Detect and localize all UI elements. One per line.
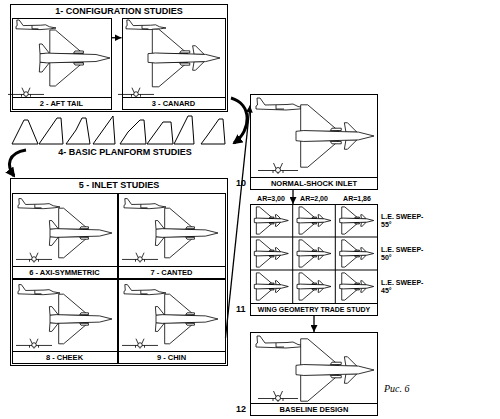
panel-label: 8 - CHEEK [13,351,117,363]
flow-connector [226,106,251,338]
aircraft-side-view [124,199,166,209]
aircraft-plan-view [297,273,331,300]
section-label: 4- BASIC PLANFORM STUDIES [40,147,210,158]
panel-label: 2 - AFT TAIL [13,97,111,109]
design-step-box: 10NORMAL-SHOCK INLET [250,94,378,190]
step-label: BASELINE DESIGN [251,403,377,415]
option-panel: 6 - AXI-SYMMETRIC [12,193,118,279]
study-group-box: 5 - INLET STUDIES 6 - AXI-SYMMETRIC7 - CA… [10,178,228,366]
aircraft-plan-view [340,240,374,267]
option-panel: 7 - CANTED [118,193,226,279]
group-title: 5 - INLET STUDIES [11,180,227,190]
planform-shape [93,116,115,144]
aircraft-plan-view [340,207,374,234]
planform-shape [39,118,63,144]
aircraft-plan-view [254,273,288,300]
planform-row [12,116,225,144]
planform-shape [12,120,38,144]
aircraft-side-view [18,285,60,295]
aspect-ratio-label: AR=2,00 [296,195,332,203]
aircraft-side-view [16,20,56,30]
step-number: 10 [236,178,246,189]
aircraft-plan-view [254,207,288,234]
aircraft-front-view [122,253,158,263]
step-label: NORMAL-SHOCK INLET [251,177,377,189]
panel-label: 6 - AXI-SYMMETRIC [13,266,117,278]
option-panel: 8 - CHEEK [12,279,118,364]
grid-line [335,204,336,303]
flow-connector [112,37,122,38]
study-group-box: 1- CONFIGURATION STUDIES 2 - AFT TAIL 3 - … [10,4,228,112]
panel-label: 9 - CHIN [119,351,225,363]
group-title: 1- CONFIGURATION STUDIES [11,6,227,16]
option-panel: 3 - CANARD [122,18,226,110]
figure-number: Рис. 6 [384,383,434,395]
aircraft-plan-view [254,240,288,267]
aircraft-plan-view [296,339,374,401]
aircraft-side-view [124,285,166,295]
aircraft-front-view [16,253,52,263]
step-number: 11 [236,304,246,315]
step-label: WING GEOMETRY TRADE STUDY [251,303,377,315]
planform-shape [147,122,173,144]
grid-lines [250,204,378,303]
design-step-box: 11WING GEOMETRY TRADE STUDY [250,204,378,316]
aircraft-front-view [258,391,298,402]
flow-connector [292,190,293,204]
aircraft-side-view [18,199,60,209]
aircraft-plan-view [340,273,374,300]
sweep-label: L.E. SWEEP- 45° [381,279,431,295]
aircraft-plan-view [297,207,331,234]
aircraft-front-view [16,339,52,349]
aircraft-plan-view [296,105,374,167]
planform-shape [66,118,90,144]
aircraft-plan-view [49,294,112,344]
grid-line [250,270,378,271]
sweep-label: L.E. SWEEP- 50° [381,246,431,262]
aircraft-plan-view [148,29,220,87]
aircraft-plan-view [49,208,112,258]
panel-label: 7 - CANTED [119,266,225,278]
aircraft-side-view [256,336,306,348]
sweep-label: L.E. SWEEP- 55° [381,213,431,229]
option-panel: 2 - AFT TAIL [12,18,112,110]
aircraft-front-view [258,163,298,174]
aircraft-plan-view [155,294,218,344]
aircraft-side-view [126,20,166,30]
option-panel: 9 - CHIN [118,279,226,364]
aspect-ratio-label: AR=3,00 [253,195,289,203]
planform-shape [201,119,225,144]
step-number: 12 [236,404,246,415]
aspect-ratio-label: AR=1,86 [339,195,375,203]
flow-arrow [231,98,247,143]
flow-connector [313,316,314,332]
design-step-box: 12BASELINE DESIGN [250,332,378,416]
panel-label: 3 - CANARD [123,97,225,109]
aircraft-side-view [256,98,306,110]
aircraft-front-view [122,339,158,349]
grid-line [292,204,293,303]
grid-line [250,237,378,238]
aircraft-plan-view [297,240,331,267]
aircraft-plan-view [39,30,110,86]
aircraft-plan-view [155,208,218,258]
flow-arrow [10,150,26,176]
planform-shape [120,120,146,144]
planform-shape [174,116,194,144]
